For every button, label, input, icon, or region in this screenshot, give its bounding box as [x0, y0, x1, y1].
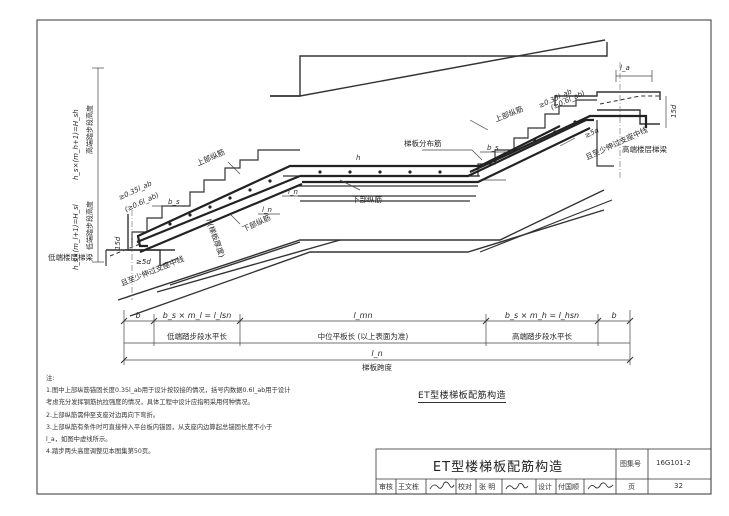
notes-heading: 注:: [46, 375, 55, 382]
designer-name: 付国顺: [558, 483, 579, 491]
note-line: 3.上部纵筋有条件时可直接伸入平台板内锚固，从支座内边算起总锚固长度不小于: [46, 423, 273, 431]
dim-b-right: b: [611, 311, 616, 320]
ln-a-label: l_n: [288, 188, 298, 196]
bottom-bar-low-label: 下部纵筋: [241, 212, 273, 234]
rebar: [109, 95, 660, 257]
reviewer-name: 王文栋: [398, 483, 419, 491]
distribution-bar-label: 梯板分布筋: [404, 138, 442, 148]
dim-low-caption: 低端踏步段水平长: [167, 331, 227, 341]
title-block: [375, 448, 712, 495]
low-formula-label: h_s×(m_l+1)=H_sl: [72, 204, 80, 270]
checker-name: 张 明: [479, 483, 496, 491]
dim-high-formula: b_s × m_h = l_hsn: [505, 311, 579, 320]
15d-high-label: 15d: [670, 104, 678, 118]
drawing-frame: [36, 19, 712, 495]
note-line: l_a，如图中虚线所示。: [46, 436, 112, 444]
dimension-lines: [92, 62, 667, 365]
bs-low-label: b_s: [168, 198, 180, 206]
note-line: 4.踏步两头高度调整见本图集第50页。: [46, 448, 155, 456]
leader-lines: [227, 119, 576, 225]
atlas-label: 图集号: [620, 460, 641, 468]
low-flight-steps: [131, 149, 300, 246]
dim-high-caption: 高端踏步段水平长: [512, 331, 572, 341]
check-label: 校对: [458, 483, 472, 491]
ln-b-label: l_n: [262, 206, 272, 214]
dim-b-left: b: [135, 311, 140, 320]
bs-high-label: b_s: [487, 144, 499, 152]
note-line: 1.图中上部纵筋锚固长度0.35l_ab用于设计按铰接的情况，括号内数据0.6l…: [46, 387, 291, 395]
top-bar-upper-label: 上部纵筋: [493, 103, 525, 124]
title-block-title: ET型楼梯板配筋构造: [432, 459, 564, 475]
la-label: l_a: [620, 64, 630, 72]
page-number: 32: [674, 482, 683, 490]
high-height-label: 高端踏步段高度: [85, 105, 94, 154]
atlas-number: 16G101-2: [656, 459, 691, 467]
h-mid-label: h: [356, 154, 360, 162]
signatures: [429, 481, 614, 490]
stair-outline: [105, 39, 661, 317]
dim-total: l_n: [371, 349, 382, 358]
15d-low-label: 15d: [114, 236, 122, 250]
note-line: 2.上部纵筋需伸至支座对边再向下弯折。: [46, 411, 160, 419]
5d-high-label: ≥5d: [583, 126, 600, 140]
dim-total-caption: 梯板跨度: [362, 362, 392, 372]
high-beam-label: 高端楼层梯梁: [622, 144, 667, 154]
note-line: 考虑充分发挥钢筋抗拉强度的情况，具体工程中设计应指明采用何种情况。: [46, 399, 254, 407]
low-height-label: 低端踏步段高度: [85, 201, 94, 250]
top-bar-lower-label: 上部纵筋: [195, 146, 227, 168]
design-label: 设计: [538, 483, 552, 491]
thickness-label: h(梯板厚度): [204, 217, 227, 259]
low-beam-label: 低端楼层梯梁: [48, 252, 93, 262]
notes-block: 注: 1.图中上部纵筋锚固长度0.35l_ab用于设计按铰接的情况，括号内数据0…: [46, 373, 376, 458]
figure-caption: ET型楼梯板配筋构造: [418, 388, 507, 403]
dim-mid-caption: 中位平板长 (以上表面为准): [318, 331, 409, 341]
high-formula-label: h_s×(m_h+1)=H_sh: [72, 109, 80, 180]
review-label: 审核: [379, 483, 393, 491]
dim-low-formula: b_s × m_l = l_lsn: [163, 311, 232, 320]
page-label: 页: [628, 483, 635, 491]
bottom-bar-mid-label: 下部纵筋: [352, 194, 382, 204]
5d-low-label: ≥5d: [136, 258, 151, 266]
dim-mid-formula: l_mn: [353, 311, 372, 320]
